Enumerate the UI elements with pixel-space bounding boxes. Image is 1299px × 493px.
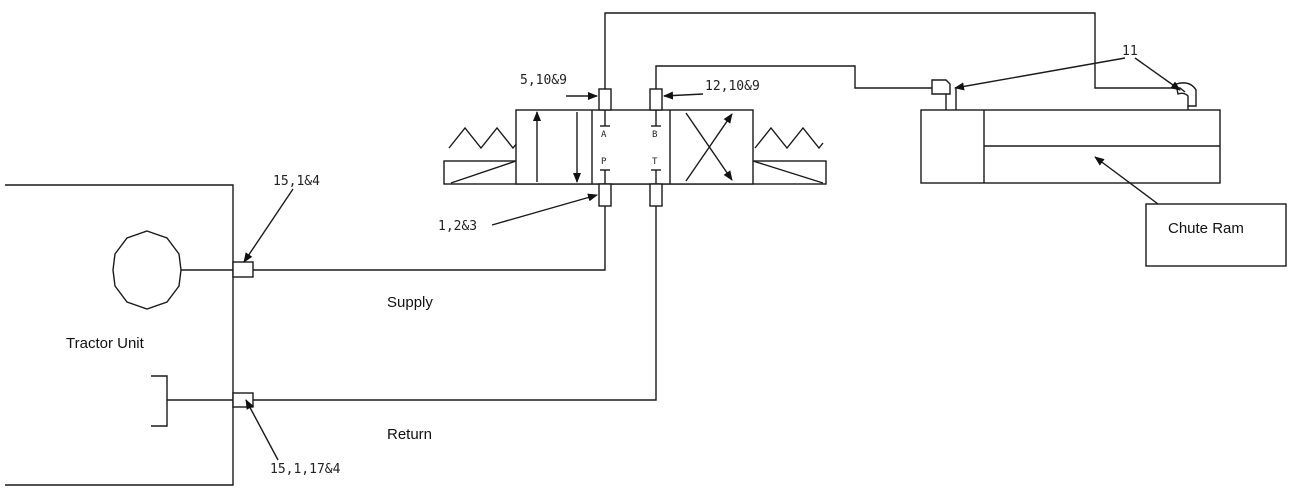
port-b-line [655,65,932,89]
cylinder-fitting-left [931,79,957,110]
cylinder-fitting-right [1175,82,1197,110]
callout-1-2-3: 1,2&3 [438,219,477,234]
port-a-fitting [598,88,612,111]
callout-leader-12-10-9 [663,91,704,100]
callout-11: 11 [1122,44,1138,59]
port-a-line [604,12,1186,93]
tank-icon [151,375,233,427]
port-b-label: B [652,130,657,140]
callout-12-10-9: 12,10&9 [705,79,760,94]
callout-15-1-17-4: 15,1,17&4 [270,462,341,477]
tractor-unit-label: Tractor Unit [66,335,145,352]
chute-ram-leader [1094,156,1159,205]
return-coupler [232,392,254,408]
chute-ram-cylinder [920,109,1221,184]
callout-leader-11-left [954,57,1126,91]
return-line [253,206,657,401]
port-p-label: P [601,157,607,167]
port-t-label: T [652,157,658,167]
supply-label: Supply [387,294,433,311]
callout-5-10-9: 5,10&9 [520,73,567,88]
supply-line [253,205,606,271]
callout-leader-11-right [1134,57,1181,91]
chute-ram-label: Chute Ram [1168,220,1244,237]
port-t-fitting [649,183,663,207]
callout-15-1-4: 15,1&4 [273,174,320,189]
chute-ram-label-box: Chute Ram [1145,203,1287,267]
port-b-fitting [649,88,663,111]
directional-control-valve: A B P T [443,109,827,185]
callout-leader-15-1-4 [243,188,294,263]
port-p-fitting [598,183,612,207]
return-label: Return [387,426,432,443]
port-a-label: A [601,130,607,140]
callout-leader-15-1-17-4 [245,399,279,461]
pump-icon [112,230,233,310]
callout-leader-1-2-3 [491,193,598,226]
supply-coupler [232,261,254,278]
tractor-unit-frame [5,184,234,486]
